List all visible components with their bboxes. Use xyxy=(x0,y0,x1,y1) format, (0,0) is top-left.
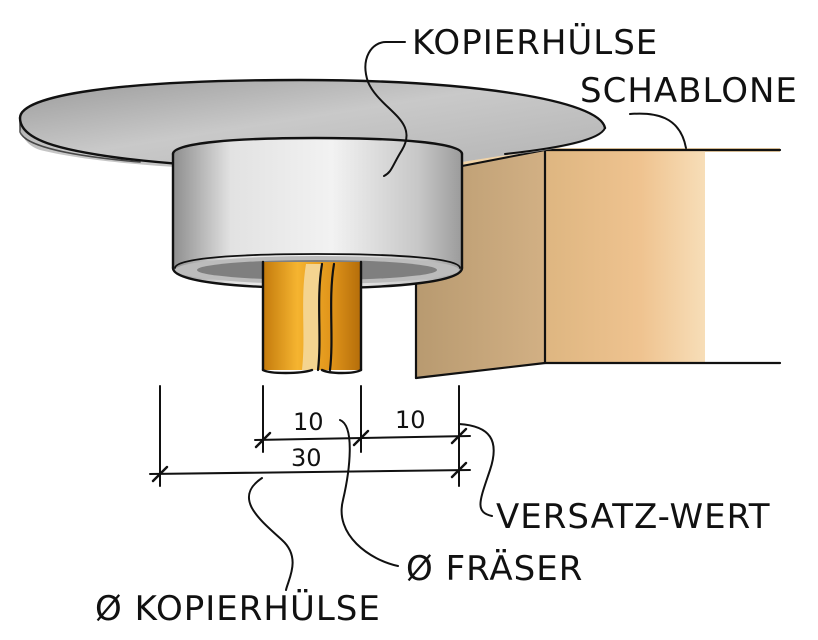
copy-sleeve-collar xyxy=(171,136,464,290)
leader-kopierhuelse-bottom xyxy=(248,477,294,591)
leader-kopierhuelse-top xyxy=(364,41,408,177)
label-kopierhuelse-bottom: Ø KOPIERHÜLSE xyxy=(95,588,381,629)
dimension-lines xyxy=(149,385,471,487)
leader-fraeser xyxy=(339,419,399,567)
label-kopierhuelse-top: KOPIERHÜLSE xyxy=(412,22,658,63)
template-front-face xyxy=(545,150,705,363)
dim-right-inner: 10 xyxy=(395,406,426,434)
label-schablone: SCHABLONE xyxy=(580,71,798,111)
dim-left-inner: 10 xyxy=(293,408,324,436)
template-block xyxy=(414,148,782,380)
label-fraeser: Ø FRÄSER xyxy=(406,549,583,589)
template-side-face xyxy=(416,150,545,378)
leader-versatz-wert xyxy=(458,423,495,517)
label-versatz-wert: VERSATZ-WERT xyxy=(496,497,771,537)
dim-total: 30 xyxy=(291,444,322,472)
leader-lines xyxy=(248,41,687,591)
leader-schablone xyxy=(629,112,687,149)
router-cutter xyxy=(261,260,363,375)
